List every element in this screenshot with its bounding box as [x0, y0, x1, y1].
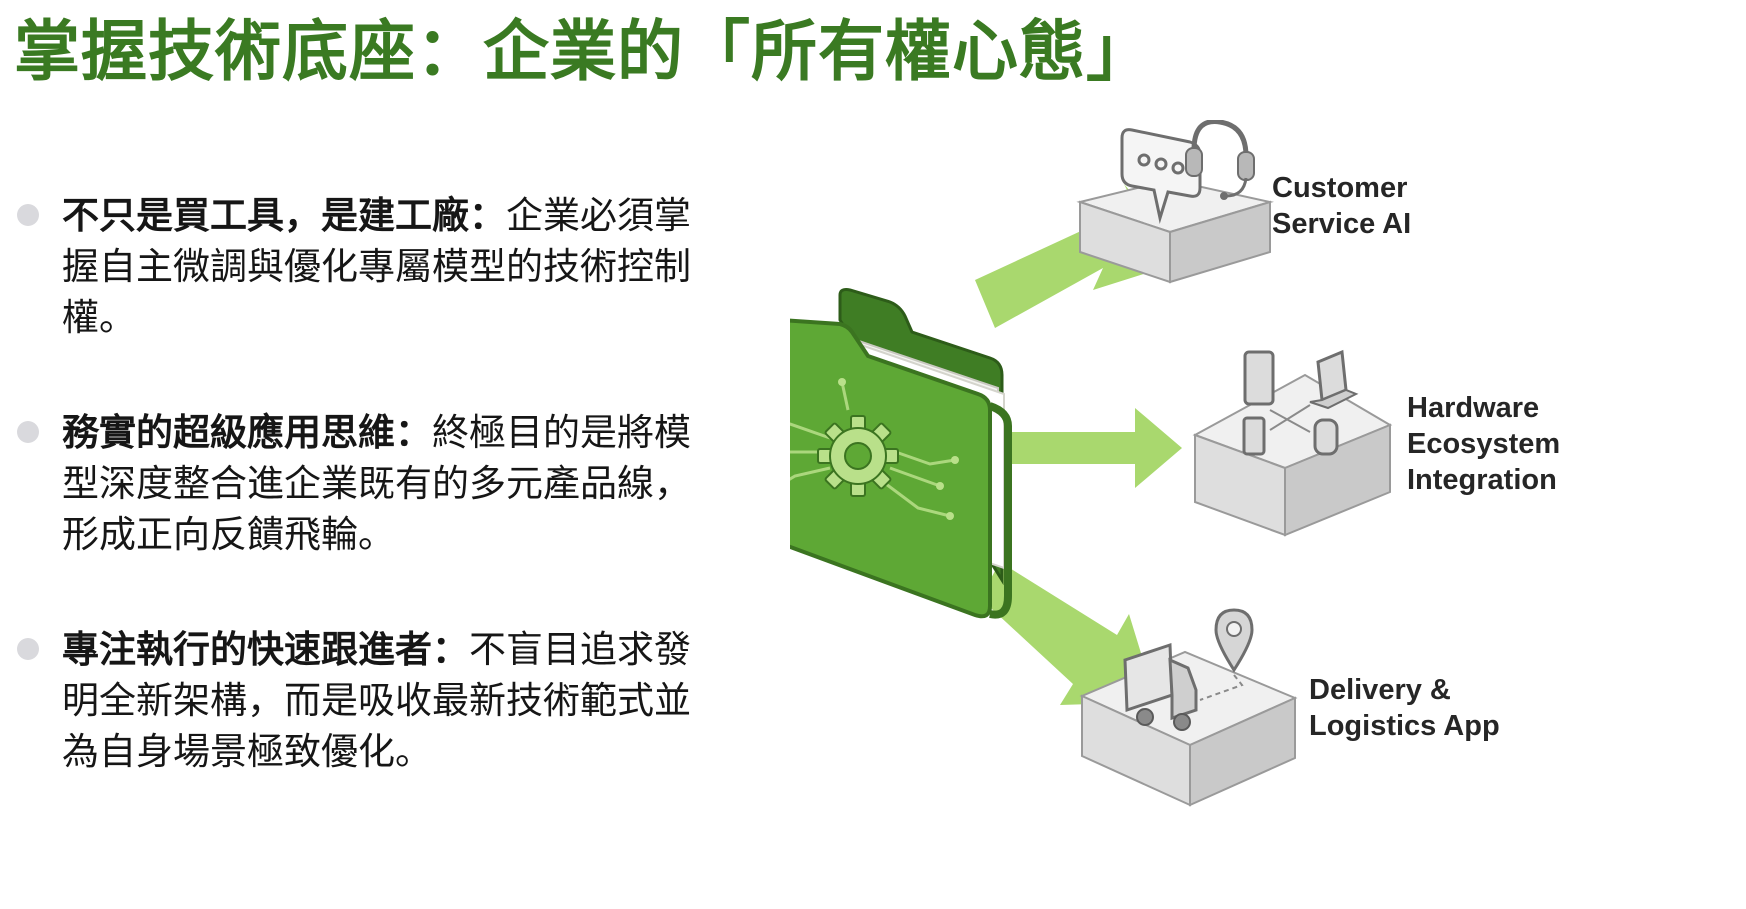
arrow-to-delivery [980, 562, 1156, 705]
bullet-item: 不只是買工具，是建工廠：企業必須掌握自主微調與優化專屬模型的技術控制權。 [12, 190, 702, 343]
bullet-body: 不盲目追求發明全新架構，而是吸收最新技術範式並為自身場景極致優化。 [62, 628, 691, 773]
truck-location-icon [1123, 608, 1254, 731]
platform-delivery [1079, 608, 1298, 807]
page-title: 掌握技術底座：企業的「所有權心態」 [14, 13, 1153, 90]
diagram-canvas [743, 119, 1393, 807]
bullet-dot [17, 204, 39, 226]
bullet-list: 不只是買工具，是建工廠：企業必須掌握自主微調與優化專屬模型的技術控制權。 務實的… [12, 190, 702, 841]
folder-gear-icon [743, 288, 1012, 619]
platform-customer-service [1076, 119, 1274, 284]
bullet-body: 企業必須掌握自主微調與優化專屬模型的技術控制權。 [62, 194, 691, 339]
label-hardware: Hardware Ecosystem Integration [1407, 392, 1561, 496]
bullet-heading: 專注執行的快速跟進者： [62, 628, 469, 671]
bullet-text: 專注執行的快速跟進者：不盲目追求發明全新架構，而是吸收最新技術範式並為自身場景極… [62, 624, 702, 777]
bullet-text: 不只是買工具，是建工廠：企業必須掌握自主微調與優化專屬模型的技術控制權。 [62, 190, 702, 343]
bullet-text: 務實的超級應用思維：終極目的是將模型深度整合進企業既有的多元產品線，形成正向反饋… [62, 407, 702, 560]
bullet-item: 專注執行的快速跟進者：不盲目追求發明全新架構，而是吸收最新技術範式並為自身場景極… [12, 624, 702, 777]
bullet-dot [17, 638, 39, 660]
bullet-heading: 務實的超級應用思維： [62, 411, 432, 454]
label-delivery: Delivery & Logistics App [1309, 674, 1500, 742]
bullet-body: 終極目的是將模型深度整合進企業既有的多元產品線，形成正向反饋飛輪。 [62, 411, 691, 556]
label-customer-service: Customer Service AI [1272, 172, 1412, 240]
platform-hardware [1192, 349, 1393, 537]
ownership-diagram: Customer Service AI Hardware Ecosystem I… [743, 119, 1746, 905]
bullet-dot [17, 421, 39, 443]
arrow-to-hardware [970, 408, 1182, 488]
headset-chat-icon [1120, 119, 1255, 224]
bullet-item: 務實的超級應用思維：終極目的是將模型深度整合進企業既有的多元產品線，形成正向反饋… [12, 407, 702, 560]
bullet-heading: 不只是買工具，是建工廠： [62, 194, 506, 237]
devices-icon [1242, 349, 1359, 456]
